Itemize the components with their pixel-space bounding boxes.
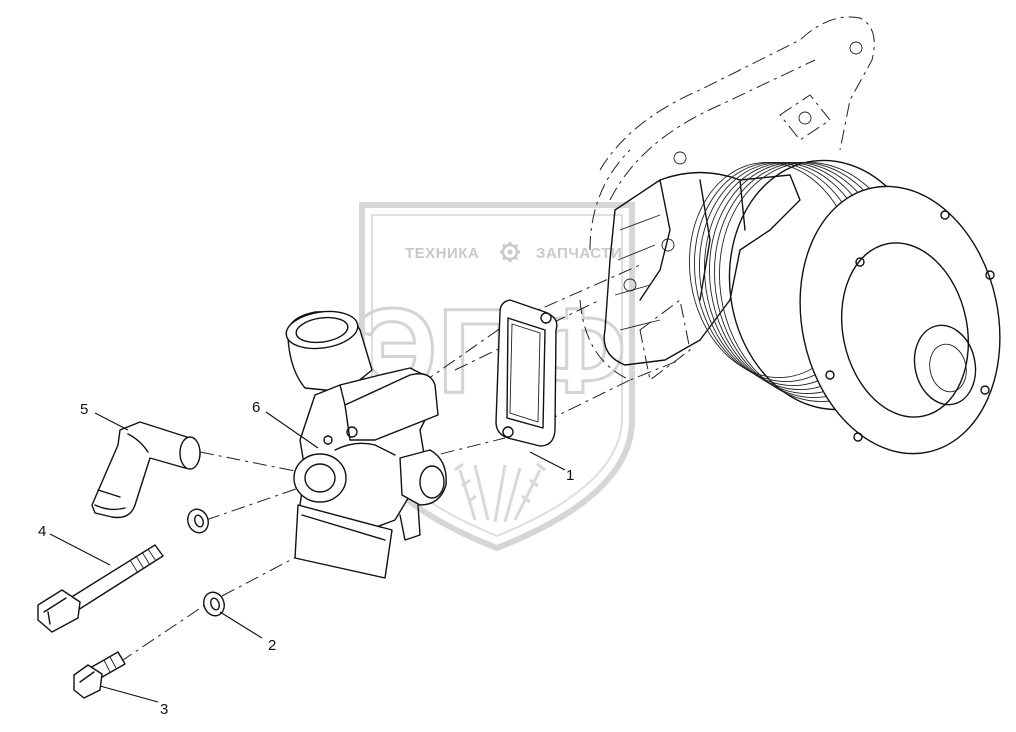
watermark-right-word: ЗАПЧАСТИ <box>536 245 622 262</box>
callout-2: 2 <box>268 637 276 654</box>
leader-lines <box>49 411 566 703</box>
callout-1: 1 <box>566 467 574 484</box>
callout-3: 3 <box>160 701 168 718</box>
gasket <box>495 299 558 447</box>
elbow-fitting <box>91 421 201 519</box>
washer-lower <box>203 591 225 617</box>
callout-labels: 5 6 4 1 2 3 <box>38 399 574 718</box>
callout-4: 4 <box>38 523 46 540</box>
washer-upper <box>187 508 209 534</box>
callout-5: 5 <box>80 401 88 418</box>
thermostat-housing <box>285 310 447 579</box>
callout-6: 6 <box>252 399 260 416</box>
watermark-left-word: ТЕХНИКА <box>405 245 479 262</box>
water-pump-assembly <box>579 16 1001 455</box>
gear-icon <box>500 242 520 262</box>
watermark-wheat <box>454 462 546 523</box>
stud <box>37 544 164 633</box>
bolt <box>73 651 126 699</box>
